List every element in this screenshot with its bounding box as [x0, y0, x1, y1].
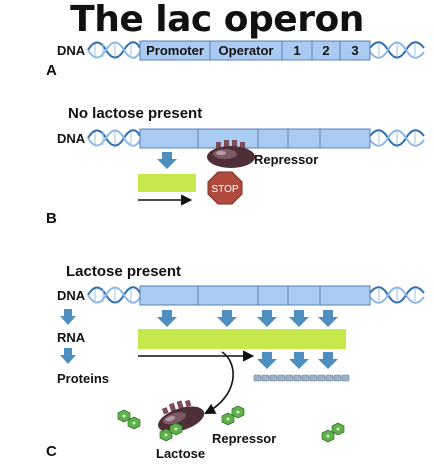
- panel-b-dna-helix-left: [87, 129, 141, 147]
- panel-c-repressor-label: Repressor: [212, 431, 277, 446]
- operator-label: Operator: [219, 43, 274, 58]
- transcription-arrows: [157, 310, 338, 327]
- panel-b-repressor: [207, 140, 255, 168]
- panel-c-repressor: [158, 399, 205, 433]
- translation-arrows: [257, 352, 338, 369]
- lactose-molecule-icon: [159, 422, 183, 442]
- panel-c-lactose-label: Lactose: [156, 446, 206, 461]
- panel-c-dna-label: DNA: [57, 288, 86, 303]
- gene-1-label: 1: [293, 43, 300, 58]
- panel-a-gene-bar: Promoter Operator 1 2 3: [139, 40, 371, 61]
- panel-b-gene-bar: [139, 128, 371, 149]
- panel-a-letter: A: [46, 62, 57, 79]
- panel-b-repressor-label: Repressor: [254, 152, 319, 167]
- lactose-molecule-icon: [117, 409, 141, 430]
- gene-3-segment: [339, 40, 371, 61]
- panel-c-gene-bar: [139, 285, 371, 306]
- panel-a-dna-helix-right: [369, 41, 425, 59]
- panel-a-dna-helix-left: [87, 41, 141, 59]
- panel-c-proteins-label: Proteins: [57, 371, 110, 386]
- promoter-label: Promoter: [146, 43, 204, 58]
- legend-arrow-dna-to-rna: [60, 309, 76, 325]
- lactose-molecule-icon: [221, 405, 245, 426]
- panel-c-dna-helix-right: [369, 286, 425, 304]
- panel-b-heading: No lactose present: [68, 105, 203, 122]
- panel-c-rna-label: RNA: [57, 330, 86, 345]
- panel-c-letter: C: [46, 443, 57, 460]
- gene-3-label: 3: [351, 43, 358, 58]
- page-title: The lac operon: [70, 0, 364, 40]
- stop-sign-icon: STOP: [207, 171, 243, 205]
- stop-label: STOP: [211, 184, 238, 195]
- lactose-molecule-icon: [321, 422, 345, 443]
- protein-chain: [253, 374, 350, 382]
- panel-a-dna-label: DNA: [57, 43, 86, 58]
- panel-b-rna-fragment: [138, 174, 196, 192]
- panel-b-dna-label: DNA: [57, 131, 86, 146]
- panel-b-letter: B: [46, 210, 57, 227]
- panel-b-transcription-arrow: [157, 152, 177, 169]
- legend-arrow-rna-to-proteins: [60, 348, 76, 364]
- repressor-release-arrow: [204, 351, 234, 415]
- panel-c-dna-helix-left: [87, 286, 141, 304]
- panel-b-dna-helix-right: [369, 129, 425, 147]
- panel-c-rna-transcript: [138, 329, 346, 349]
- gene-2-label: 2: [322, 43, 329, 58]
- panel-c-heading: Lactose present: [66, 263, 182, 280]
